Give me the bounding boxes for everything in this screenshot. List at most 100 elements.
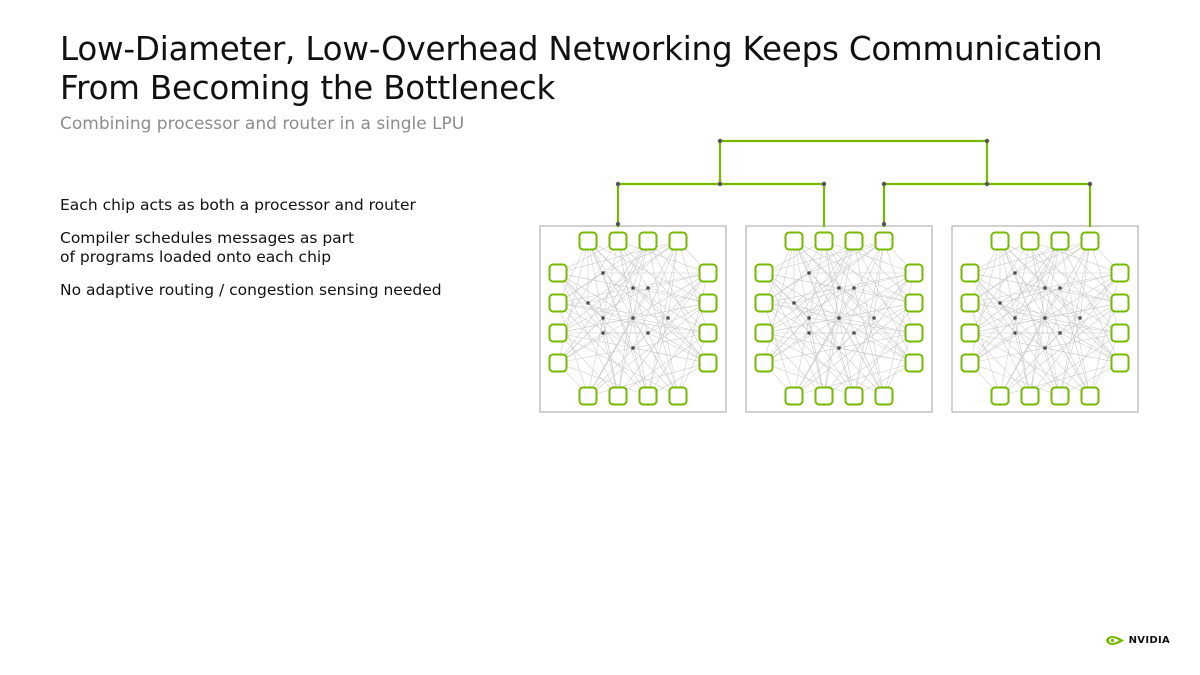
mesh-link xyxy=(969,240,1091,274)
mesh-link xyxy=(969,302,1061,397)
mesh-link xyxy=(557,302,589,397)
network-links xyxy=(616,139,1092,228)
mesh-link xyxy=(647,362,709,397)
mesh-link xyxy=(999,240,1121,364)
mesh-link xyxy=(883,240,915,334)
compute-node xyxy=(1078,316,1082,320)
mesh-link xyxy=(557,302,649,397)
mesh-link xyxy=(853,287,915,304)
compute-node xyxy=(998,301,1002,305)
mesh-link xyxy=(557,240,679,274)
mesh-link xyxy=(763,272,840,289)
mesh-link xyxy=(557,332,679,397)
mesh-link xyxy=(1044,287,1121,334)
compute-node xyxy=(852,331,856,335)
compute-node xyxy=(1043,286,1047,290)
mesh-link xyxy=(999,302,1121,397)
mesh-link xyxy=(647,302,709,334)
mesh-link xyxy=(677,332,709,397)
mesh-link xyxy=(557,240,589,364)
mesh-link xyxy=(969,240,1001,304)
chip-port xyxy=(1050,231,1070,251)
chip-port xyxy=(874,386,894,406)
mesh-link xyxy=(763,272,885,397)
mesh-link xyxy=(883,332,915,397)
mesh-link xyxy=(587,287,649,397)
chip-port xyxy=(904,263,924,283)
mesh-link xyxy=(1079,240,1091,319)
mesh-link xyxy=(763,302,875,319)
mesh-link xyxy=(1059,302,1121,334)
mesh-link xyxy=(838,317,885,397)
link-junction xyxy=(717,181,723,187)
compute-node xyxy=(1013,331,1017,335)
mesh-link xyxy=(587,302,709,397)
chip-port xyxy=(904,353,924,373)
mesh-link xyxy=(999,362,1121,397)
mesh-link xyxy=(853,240,915,364)
mesh-link xyxy=(808,240,855,334)
chip-port xyxy=(754,353,774,373)
link-junction xyxy=(1087,181,1093,187)
mesh-link xyxy=(793,302,855,397)
compute-node xyxy=(631,346,635,350)
mesh-link xyxy=(602,317,709,334)
compute-node xyxy=(601,316,605,320)
chip-port xyxy=(1080,231,1100,251)
lpu-chip xyxy=(539,225,727,413)
mesh-link xyxy=(602,272,709,364)
mesh-link xyxy=(557,302,669,319)
mesh-link xyxy=(838,240,885,349)
mesh-link xyxy=(808,240,855,319)
mesh-link xyxy=(999,287,1061,397)
mesh-link xyxy=(969,362,1061,397)
mesh-link xyxy=(969,272,1046,289)
link-junction xyxy=(615,181,621,187)
compute-node xyxy=(631,316,635,320)
mesh-link xyxy=(602,240,649,334)
chip-port xyxy=(844,231,864,251)
mesh-link xyxy=(763,240,825,334)
mesh-link xyxy=(853,240,915,304)
chip-port xyxy=(784,386,804,406)
mesh-link xyxy=(647,332,679,397)
chip-port xyxy=(960,353,980,373)
mesh-link xyxy=(793,302,915,397)
mesh-link xyxy=(587,362,709,397)
bullet-item: No adaptive routing / congestion sensing… xyxy=(60,281,442,299)
compute-node xyxy=(601,331,605,335)
mesh-link xyxy=(763,240,855,364)
mesh-link xyxy=(1059,362,1121,397)
compute-node xyxy=(1058,331,1062,335)
lpu-chip xyxy=(951,225,1139,413)
chip-port xyxy=(608,386,628,406)
compute-node xyxy=(666,316,670,320)
mesh-link xyxy=(969,332,1091,397)
chip-port xyxy=(1110,293,1130,313)
mesh-link xyxy=(808,240,885,274)
mesh-link xyxy=(617,272,709,397)
mesh-link xyxy=(632,287,709,334)
chip-port xyxy=(814,231,834,251)
mesh-link xyxy=(1014,240,1061,334)
link-junction xyxy=(821,181,827,187)
page-title: Low-Diameter, Low-Overhead Networking Ke… xyxy=(60,30,1103,107)
mesh-link xyxy=(999,240,1091,304)
compute-node xyxy=(807,331,811,335)
link-junction xyxy=(615,221,621,227)
mesh-link xyxy=(853,332,885,397)
mesh-link xyxy=(557,362,649,397)
link-junction xyxy=(881,181,887,187)
chip-port xyxy=(1110,323,1130,343)
mesh-link xyxy=(969,272,1031,397)
mesh-link xyxy=(808,317,915,334)
compute-node xyxy=(837,286,841,290)
mesh-link xyxy=(763,302,795,397)
mesh-link xyxy=(557,240,589,304)
chip-port xyxy=(904,323,924,343)
mesh-link xyxy=(873,240,885,319)
compute-node xyxy=(837,316,841,320)
mesh-link xyxy=(763,240,885,334)
mesh-link xyxy=(999,302,1061,397)
